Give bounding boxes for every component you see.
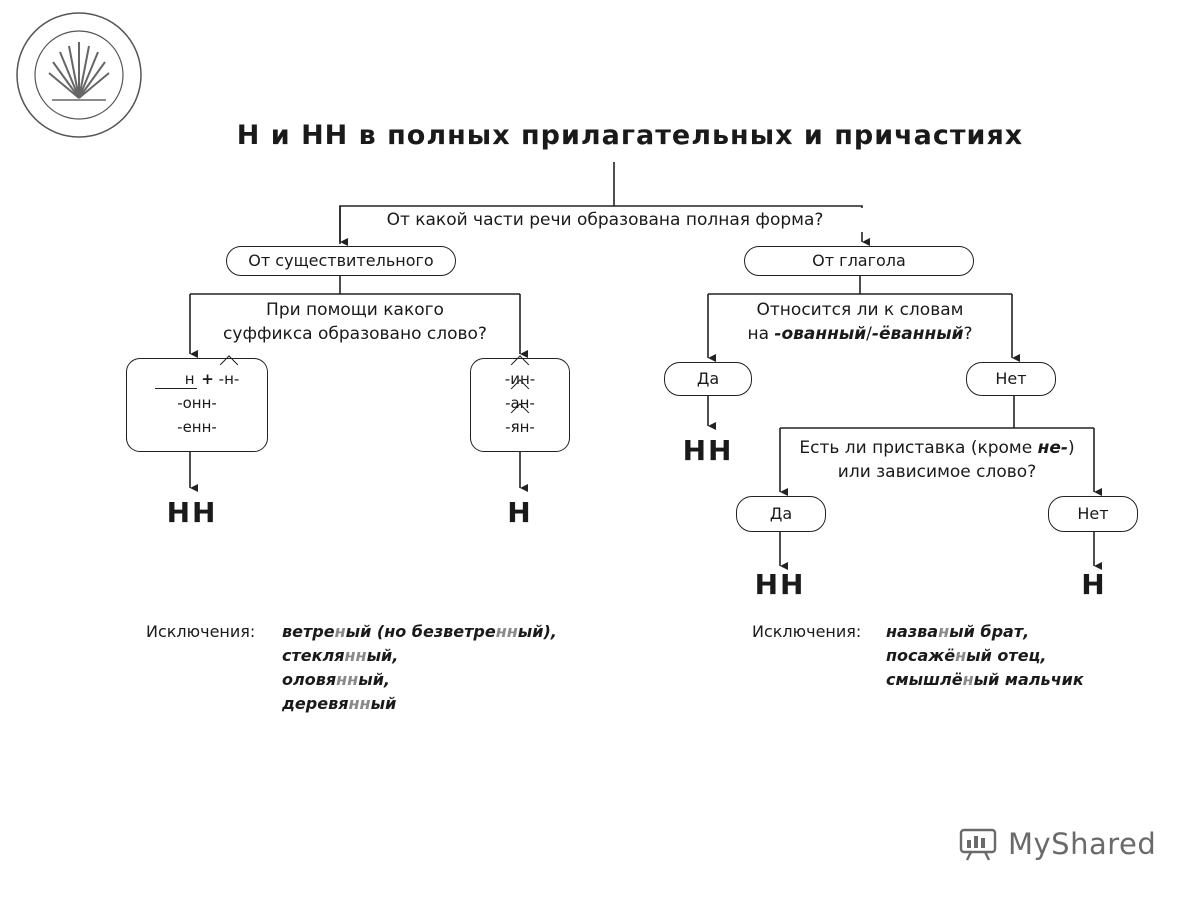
suffix-box-nn: н + -н- -онн- -енн- bbox=[126, 358, 268, 452]
exception-olovyanny: оловянный, bbox=[282, 670, 390, 689]
yes-pill-2: Да bbox=[736, 496, 826, 532]
university-seal-icon bbox=[16, 12, 142, 138]
exceptions-list-left: ветреный (но безветренный), стеклянный, … bbox=[282, 620, 557, 716]
exception-derevyanny: деревянный bbox=[282, 694, 397, 713]
noun-pill: От существительного bbox=[226, 246, 456, 276]
exception-posazheny: посажёный отец, bbox=[886, 646, 1047, 665]
result-nn-yes2: НН bbox=[754, 568, 806, 601]
myshared-icon bbox=[959, 828, 997, 861]
ovanny-question-line1: Относится ли к словам bbox=[756, 300, 964, 320]
no-pill-1: Нет bbox=[966, 362, 1056, 396]
no-pill-2: Нет bbox=[1048, 496, 1138, 532]
main-question: От какой части речи образована полная фо… bbox=[345, 208, 865, 232]
exception-smyshleny: смышлёный мальчик bbox=[886, 670, 1084, 689]
result-n-no2: Н bbox=[1081, 568, 1107, 601]
root-letter: н bbox=[184, 370, 195, 388]
exception-vetreny: ветреный (но безветренный), bbox=[282, 622, 557, 641]
yes-pill-1: Да bbox=[664, 362, 752, 396]
ovanny-question-line2: на -ованный/-ёванный? bbox=[747, 324, 973, 344]
myshared-text: MyShared bbox=[1008, 827, 1157, 861]
box1-row3: -енн- bbox=[177, 418, 217, 436]
box2-row3: -ян- bbox=[471, 415, 569, 439]
prefix-question-line2: или зависимое слово? bbox=[837, 462, 1037, 482]
box1-row2: -онн- bbox=[177, 394, 217, 412]
prefix-question-line1: Есть ли приставка (кроме не-) bbox=[799, 438, 1075, 458]
box1-row1: н + -н- bbox=[127, 367, 267, 391]
suffix-question: При помощи какого суффикса образовано сл… bbox=[200, 298, 510, 346]
root-underline: н bbox=[154, 370, 197, 389]
ovanny-question: Относится ли к словам на -ованный/-ёванн… bbox=[720, 298, 1000, 346]
exceptions-list-right: названый брат, посажёный отец, смышлёный… bbox=[886, 620, 1084, 692]
exceptions-label-left: Исключения: bbox=[146, 622, 256, 641]
prefix-question: Есть ли приставка (кроме не-) или зависи… bbox=[784, 436, 1090, 484]
exception-steklyanny: стеклянный, bbox=[282, 646, 399, 665]
exceptions-label-right: Исключения: bbox=[752, 622, 862, 641]
exception-nazvany: названый брат, bbox=[886, 622, 1030, 641]
plus-sign: + bbox=[201, 370, 214, 388]
page-title: Н и НН в полных прилагательных и причаст… bbox=[236, 120, 1024, 151]
suffix-n: -н- bbox=[219, 367, 240, 391]
verb-pill: От глагола bbox=[744, 246, 974, 276]
result-n-left: Н bbox=[507, 496, 533, 529]
myshared-watermark: MyShared bbox=[958, 822, 1158, 866]
suffix-question-line2: суффикса образовано слово? bbox=[223, 324, 487, 344]
university-logo bbox=[14, 10, 144, 140]
suffix-box-n: -ин- -ан- -ян- bbox=[470, 358, 570, 452]
result-nn-yes1: НН bbox=[682, 434, 734, 467]
suffix-question-line1: При помощи какого bbox=[266, 300, 444, 320]
result-nn-left: НН bbox=[166, 496, 218, 529]
suffix-yan: -ян- bbox=[505, 415, 535, 439]
